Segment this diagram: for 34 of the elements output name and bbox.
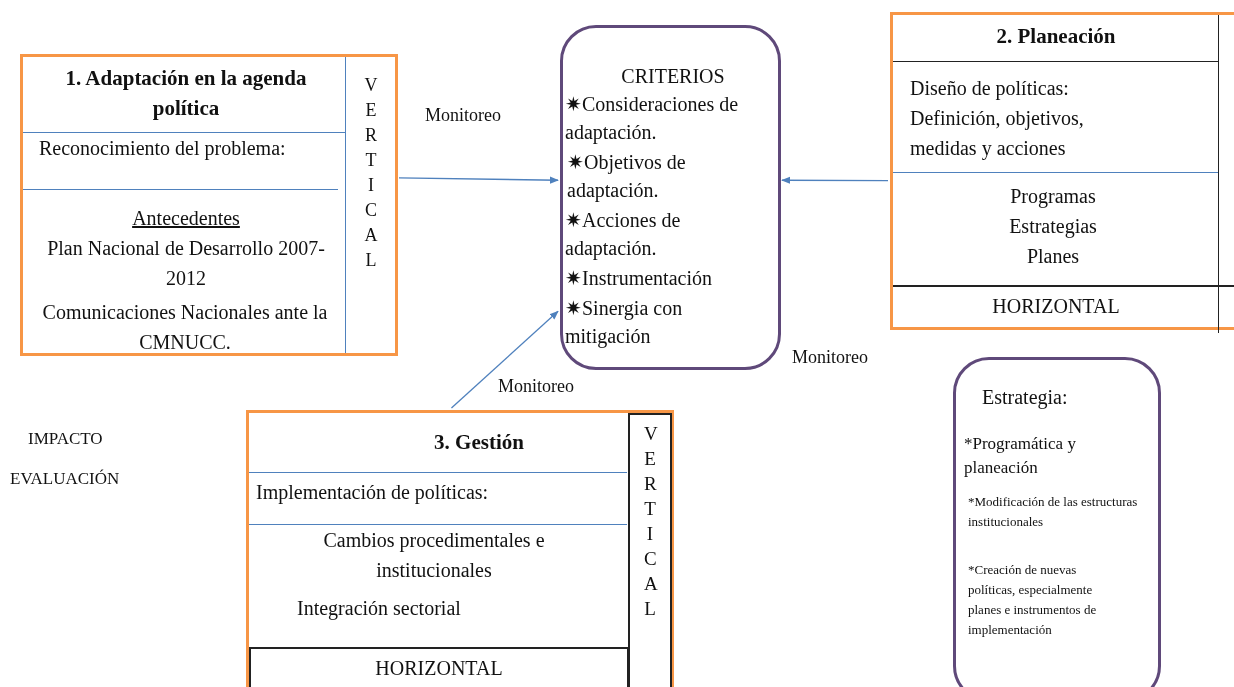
body-text: Implementación de políticas: — [256, 480, 490, 506]
vertical-label: VERTICAL — [628, 413, 672, 687]
arrow — [450, 310, 559, 409]
body-text: Plan Nacional de Desarrollo 2007-2012 — [46, 236, 326, 291]
list-item: ✷Consideraciones de adaptación. — [565, 92, 740, 146]
box-title: 3. Gestión — [433, 429, 525, 456]
section-heading: Antecedentes — [131, 206, 241, 231]
body-text: Diseño de políticas: Definición, objetivos, medidas y acciones — [910, 76, 1085, 162]
list-item: ✷Instrumentación — [565, 266, 713, 291]
box-title: Estrategia: — [982, 385, 1069, 411]
vertical-label: VERTICAL — [363, 74, 379, 272]
arrow — [781, 176, 889, 184]
stage-box — [890, 12, 1234, 330]
list-item: *Modificación de las estructuras institucionales — [968, 493, 1138, 531]
body-text: Programas Estrategias Planes — [1008, 184, 1098, 269]
stage-box — [246, 410, 674, 687]
box-title: 1. Adaptación en la agenda política — [64, 65, 308, 122]
arrow — [398, 176, 559, 184]
strategy-box — [953, 357, 1161, 687]
stage-box — [20, 54, 398, 356]
list-item: ✷Sinergia con mitigación — [565, 296, 684, 350]
list-item: ✷Acciones de adaptación. — [565, 208, 682, 262]
body-text: Integración sectorial — [297, 596, 462, 622]
body-text: Cambios procedimentales e institucionales — [322, 528, 546, 583]
column-label: HORIZONTAL — [249, 647, 629, 687]
body-text: Reconocimiento del problema: — [39, 136, 287, 162]
list-item: *Programática y planeación — [964, 433, 1077, 479]
body-text: Comunicaciones Nacionales ante la CMNUCC. — [41, 300, 329, 355]
criteria-box — [560, 25, 781, 370]
box-title: 2. Planeación — [995, 23, 1117, 50]
list-item: *Creación de nuevas políticas, especialmente planes e instrumentos de implementación — [968, 561, 1098, 639]
list-item: ✷Objetivos de adaptación. — [567, 150, 687, 204]
box-title: CRITERIOS — [620, 64, 726, 89]
column-label: HORIZONTAL — [991, 294, 1121, 319]
